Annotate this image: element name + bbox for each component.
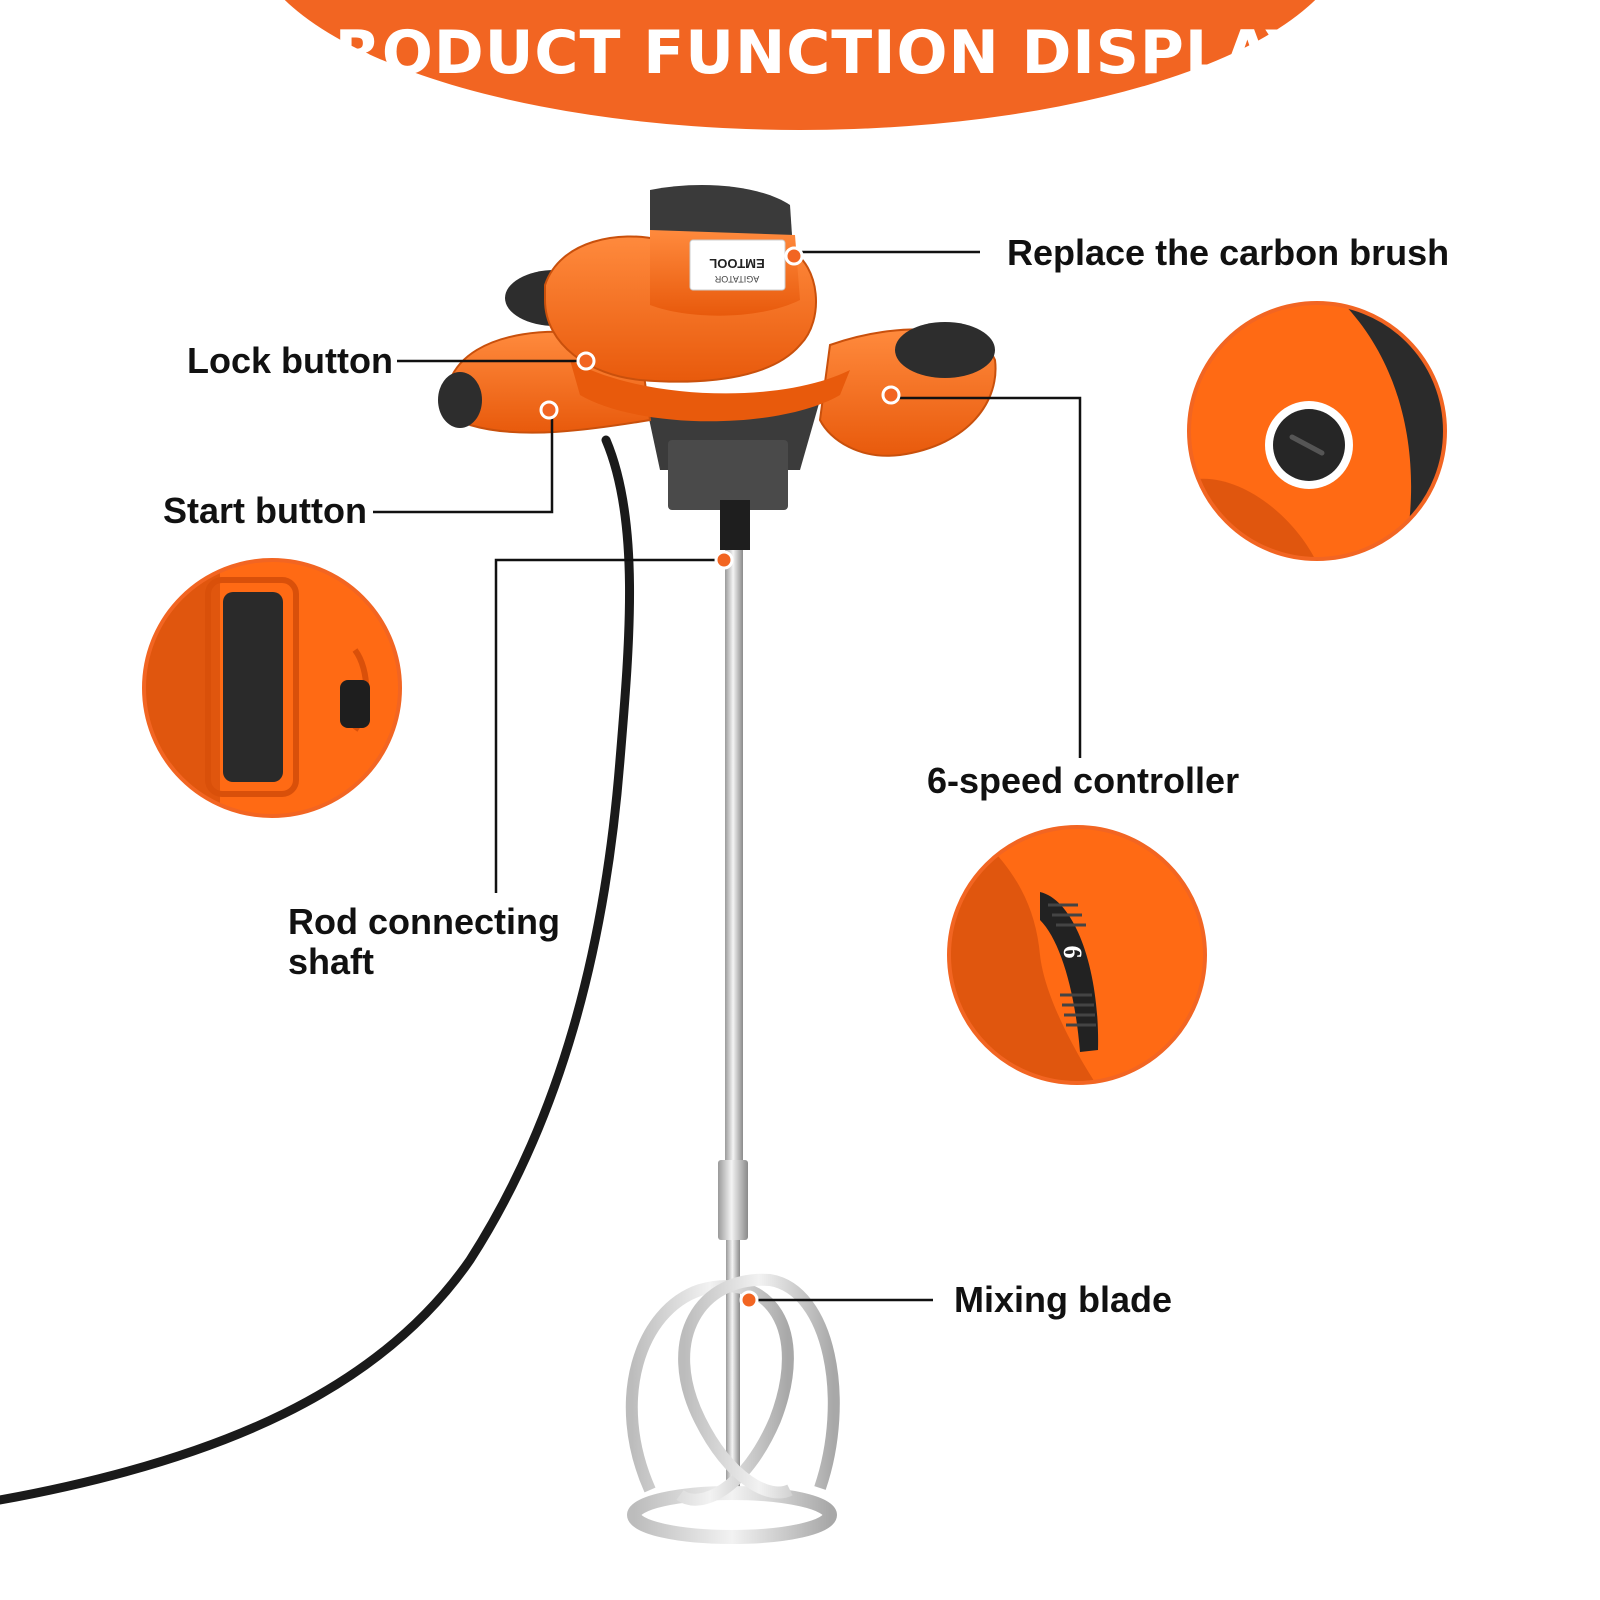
dot-mixing-blade <box>739 1290 759 1310</box>
brand-logo-text: EMTOOL <box>709 256 764 271</box>
mixing-blade-graphic <box>625 1273 840 1544</box>
rod-coupler <box>718 1160 748 1240</box>
leader-start-button <box>373 410 554 514</box>
label-lock-button: Lock button <box>187 340 393 381</box>
dot-speed-controller <box>881 385 901 405</box>
label-start-button: Start button <box>163 490 367 531</box>
label-speed-controller: 6-speed controller <box>927 760 1240 801</box>
leader-rod-shaft <box>494 558 722 893</box>
leader-speed-controller <box>890 396 1082 758</box>
label-carbon-brush: Replace the carbon brush <box>1007 232 1450 273</box>
zoom-start-button <box>142 558 402 818</box>
banner-title: PRODUCT FUNCTION DISPLAY <box>289 18 1311 88</box>
handles <box>438 270 997 457</box>
model-text: AGITATOR <box>714 274 759 284</box>
label-mixing-blade: Mixing blade <box>954 1279 1173 1320</box>
leader-lines <box>373 250 1082 1302</box>
dot-rod-shaft <box>714 550 734 570</box>
rod-lower <box>726 1240 740 1500</box>
label-rod-shaft-line2: shaft <box>288 941 375 982</box>
dot-carbon-brush <box>784 246 804 266</box>
label-rod-shaft: Rod connecting shaft <box>288 902 560 982</box>
gearbox <box>645 400 820 550</box>
label-rod-shaft-line1: Rod connecting <box>288 901 560 942</box>
mixing-rod <box>725 540 743 1160</box>
zoom-speed-controller: 6 <box>947 825 1207 1085</box>
power-cable <box>0 435 635 1505</box>
dot-start-button <box>539 400 559 420</box>
zoom-carbon-brush <box>1187 301 1447 561</box>
dial-number: 6 <box>1058 946 1087 959</box>
indicator-dots <box>539 246 901 1310</box>
dot-lock-button <box>576 351 596 371</box>
motor-body: EMTOOL AGITATOR <box>544 185 850 422</box>
